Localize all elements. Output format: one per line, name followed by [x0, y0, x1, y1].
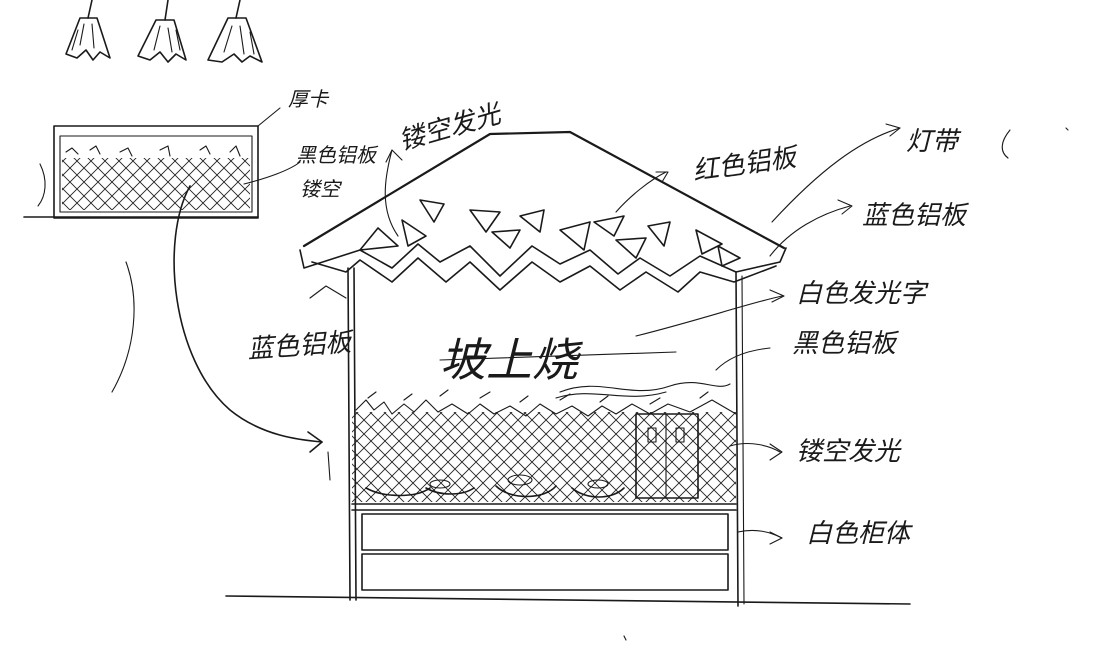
annotation-white-cabinet: 白色柜体 — [806, 519, 913, 549]
annotation-light-strip: 灯带 — [906, 127, 962, 157]
small-hatch — [62, 158, 250, 210]
annotation-blue-panel-right: 蓝色铝板 — [862, 201, 970, 231]
roof-sawtooth — [299, 243, 787, 277]
wave-line — [559, 382, 731, 393]
pendant-lamp — [65, 0, 111, 61]
pendant-lamp — [137, 0, 187, 63]
leader-lines — [309, 123, 1011, 545]
kiosk — [225, 130, 911, 607]
sign-text: 坡上烧 — [440, 333, 583, 387]
ground-line — [225, 595, 911, 605]
annotation-white-letters: 白色发光字 — [796, 279, 929, 309]
annotation-small-black-panel: 黑色铝板 — [296, 143, 379, 167]
roof-outline — [302, 130, 786, 250]
annotation-small-header: 厚卡 — [288, 87, 330, 111]
leader-curve — [173, 185, 323, 443]
annotation-hollow-top: 镂空发光 — [396, 99, 506, 157]
roof-triangles — [359, 199, 741, 267]
wall-left — [347, 267, 351, 601]
annotation-small-hollow: 镂空 — [300, 177, 343, 201]
annotation-blue-panel-left: 蓝色铝板 — [246, 328, 356, 365]
small-elevation — [23, 107, 301, 219]
hollow-hatch — [352, 412, 736, 502]
annotation-black-panel: 黑色铝板 — [792, 329, 900, 359]
white-cabinet — [351, 503, 737, 591]
pendant-lamp — [207, 0, 263, 63]
annotation-red-panel: 红色铝板 — [691, 142, 802, 187]
food-plates — [365, 474, 625, 498]
wall-right — [735, 271, 739, 607]
pendant-lamps — [65, 0, 263, 63]
annotation-hollow-lit: 镂空发光 — [796, 437, 902, 467]
fridge — [635, 413, 699, 499]
